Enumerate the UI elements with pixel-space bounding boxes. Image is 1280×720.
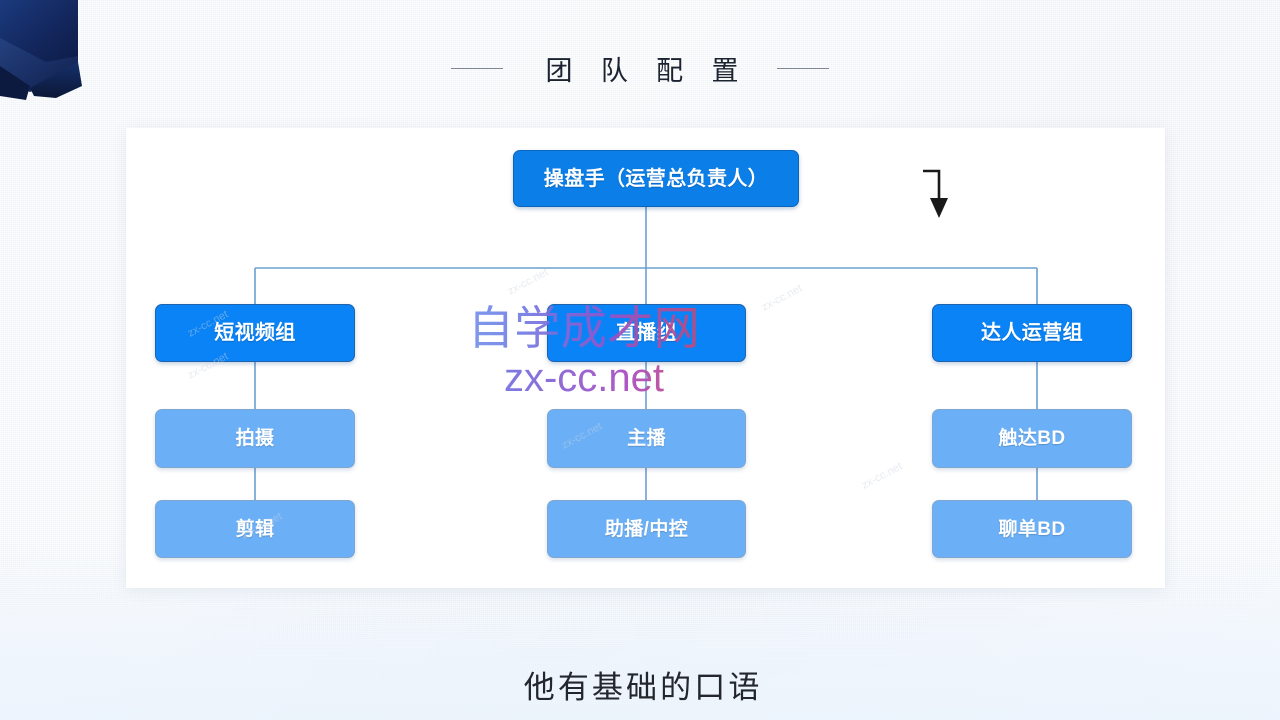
slide-header: 团 队 配 置 [0,40,1280,96]
pointer-arrow-annotation [921,166,957,222]
org-node-child[interactable]: 剪辑 [155,500,355,558]
org-node-branch-head[interactable]: 达人运营组 [932,304,1132,362]
org-node-root[interactable]: 操盘手（运营总负责人） [513,150,799,207]
org-node-child[interactable]: 拍摄 [155,409,355,468]
org-node-branch-head[interactable]: 直播组 [547,304,746,362]
header-rule-left [450,67,503,69]
org-node-child[interactable]: 助播/中控 [547,500,746,558]
org-chart: 操盘手（运营总负责人） 短视频组 拍摄 剪辑 直播组 主播 助播/中控 达人运营… [126,128,1165,588]
corner-ribbon-decoration [0,0,120,110]
org-node-branch-head[interactable]: 短视频组 [155,304,355,362]
org-chart-connectors [254,207,1038,500]
page-title: 团 队 配 置 [545,55,750,86]
content-card: 操盘手（运营总负责人） 短视频组 拍摄 剪辑 直播组 主播 助播/中控 达人运营… [126,128,1165,588]
subtitle-caption: 他有基础的口语 [523,670,763,705]
org-node-child[interactable]: 主播 [547,409,746,468]
org-node-child[interactable]: 聊单BD [932,500,1132,558]
header-rule-right [777,67,830,69]
org-node-child[interactable]: 触达BD [932,409,1132,468]
